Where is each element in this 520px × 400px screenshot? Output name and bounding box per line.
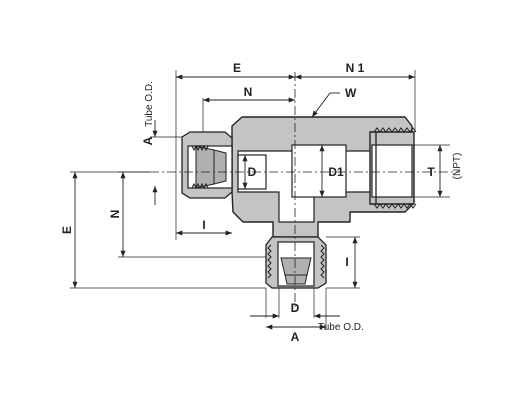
label-a-left: A xyxy=(141,136,155,145)
label-w: W xyxy=(345,86,357,100)
npt-thread xyxy=(369,127,417,209)
label-n1: N 1 xyxy=(346,61,365,75)
label-n-left: N xyxy=(108,210,122,219)
label-i-right: I xyxy=(345,255,348,269)
w-leader xyxy=(311,92,331,118)
label-e-top: E xyxy=(233,61,241,75)
bottom-tube-nut xyxy=(265,236,327,289)
left-tube-nut xyxy=(181,131,233,199)
label-d1: D1 xyxy=(328,165,344,179)
label-i-left: I xyxy=(202,218,205,232)
label-d-bottom: D xyxy=(291,301,300,315)
label-a-bottom: A xyxy=(291,330,300,344)
label-n-top: N xyxy=(244,85,253,99)
label-npt: (NPT) xyxy=(452,153,463,180)
d1-bore xyxy=(291,144,347,198)
label-tube-od-left: Tube O.D. xyxy=(144,81,155,127)
label-e-left: E xyxy=(60,226,74,234)
label-d-left: D xyxy=(248,165,257,179)
label-t: T xyxy=(427,165,435,179)
label-tube-od-bottom: Tube O.D. xyxy=(318,322,364,333)
